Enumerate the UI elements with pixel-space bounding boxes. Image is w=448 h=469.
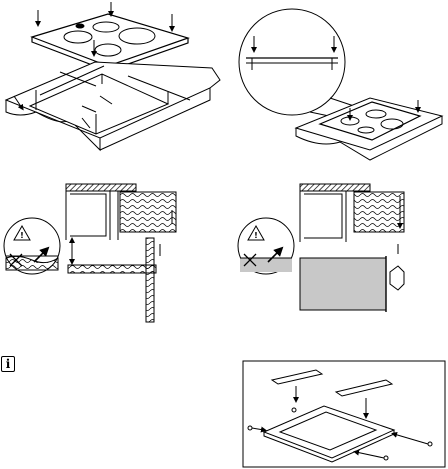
oven-section (300, 258, 386, 310)
down-arrow-icon (254, 36, 334, 50)
worktop-wood-section (120, 192, 176, 232)
bracket-parts (248, 370, 432, 462)
panel-hob-placement-detail-magnified (239, 9, 442, 160)
worktop-wood-section (354, 192, 404, 232)
info-icon: i (1, 356, 15, 372)
worktop-cutout-illustration (6, 62, 220, 150)
detail-hob-edge (246, 58, 338, 70)
magnifier-circle (239, 9, 345, 115)
hob-section-hatched (66, 184, 136, 191)
panel-hob-placement-overview (6, 2, 220, 150)
panel-worktop-clearance-with-drawer: ! (4, 184, 176, 322)
warning-inset: ! (4, 218, 60, 274)
warning-inset: ! (238, 218, 294, 274)
warning-mark: ! (20, 231, 24, 240)
shelf-wood-section (68, 238, 156, 322)
panel-mounting-brackets-assembly (243, 361, 445, 467)
warning-mark: ! (254, 231, 258, 240)
small-hob-on-worktop (296, 98, 442, 160)
panel-worktop-clearance-with-oven: ! (238, 184, 404, 312)
